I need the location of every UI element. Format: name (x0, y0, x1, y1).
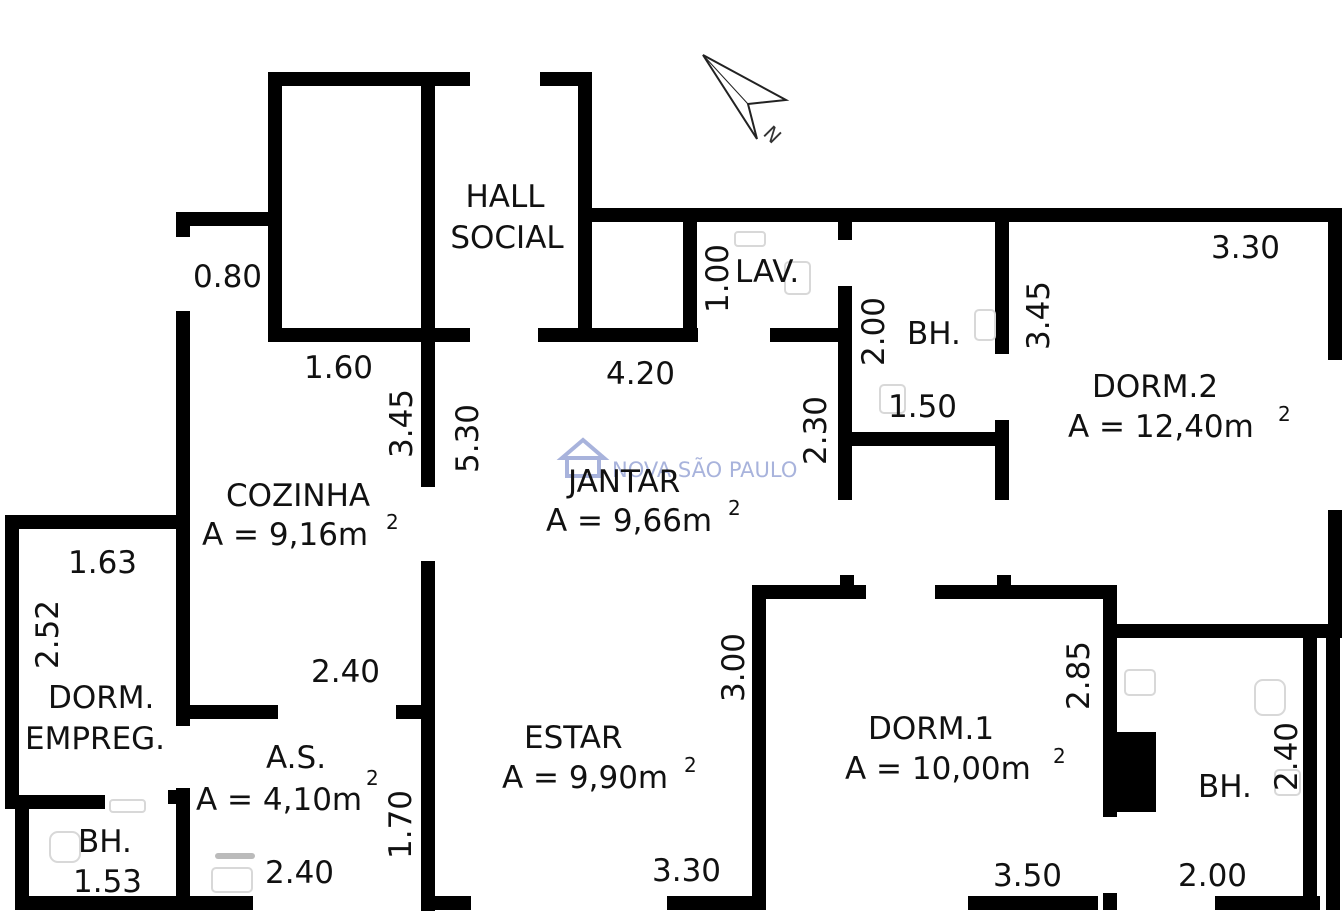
dim-2-40-as-bottom: 2.40 (265, 855, 334, 891)
dim-2-30: 2.30 (798, 396, 834, 465)
dim-3-30-dorm2: 3.30 (1211, 230, 1280, 266)
hall-label-2: SOCIAL (450, 220, 564, 256)
room-labels: HALL SOCIAL LAV. BH. DORM.2 A = 12,40m 2… (25, 179, 1291, 860)
dorm1-area: A = 10,00m (845, 751, 1031, 787)
north-arrow-icon: N (702, 54, 790, 149)
bh-top-label: BH. (907, 316, 961, 352)
dorm2-area: A = 12,40m (1068, 409, 1254, 445)
dorm-empreg-label-1: DORM. (48, 680, 154, 716)
watermark-text: NOVA SÃO PAULO (612, 456, 797, 482)
dim-1-60: 1.60 (304, 350, 373, 386)
dim-2-40-as-top: 2.40 (311, 654, 380, 690)
bh-left-label: BH. (78, 824, 132, 860)
dorm1-area-sup: 2 (1053, 744, 1066, 768)
hall-label-1: HALL (465, 179, 545, 215)
dorm1-name: DORM.1 (868, 711, 994, 747)
dim-2-00-bh-right: 2.00 (1178, 858, 1247, 894)
dorm2-name: DORM.2 (1092, 369, 1218, 405)
cozinha-area: A = 9,16m (202, 517, 368, 553)
dim-2-00-bh: 2.00 (856, 297, 892, 366)
house-logo-icon (556, 437, 610, 478)
dim-2-40-bh: 2.40 (1269, 722, 1305, 791)
dim-3-50: 3.50 (993, 858, 1062, 894)
estar-name: ESTAR (524, 720, 623, 756)
svg-text:N: N (759, 121, 787, 149)
dim-5-30: 5.30 (450, 404, 486, 473)
dorm-empreg-label-2: EMPREG. (25, 721, 165, 757)
walls (5, 72, 1342, 911)
cozinha-area-sup: 2 (386, 510, 399, 534)
as-name: A.S. (266, 740, 326, 776)
dim-3-00: 3.00 (716, 633, 752, 702)
watermark: NOVA SÃO PAULO (556, 437, 797, 482)
as-area-sup: 2 (366, 766, 379, 790)
dim-2-52: 2.52 (30, 600, 66, 669)
dorm2-area-sup: 2 (1278, 402, 1291, 426)
lav-label: LAV. (735, 254, 799, 290)
cozinha-name: COZINHA (226, 478, 370, 514)
dim-1-63: 1.63 (68, 545, 137, 581)
dim-3-45-cozinha: 3.45 (384, 389, 420, 458)
dim-0-80: 0.80 (193, 259, 262, 295)
jantar-area-sup: 2 (728, 496, 741, 520)
estar-area: A = 9,90m (502, 760, 668, 796)
dim-1-50: 1.50 (888, 389, 957, 425)
dim-1-00: 1.00 (700, 244, 736, 313)
dim-2-85: 2.85 (1061, 641, 1097, 710)
dim-3-30-estar: 3.30 (652, 853, 721, 889)
dim-1-53: 1.53 (73, 864, 142, 900)
estar-area-sup: 2 (684, 753, 697, 777)
dim-3-45-dorm2: 3.45 (1021, 281, 1057, 350)
bh-right-label: BH. (1198, 769, 1252, 805)
dim-1-70: 1.70 (383, 790, 419, 859)
dim-4-20: 4.20 (606, 356, 675, 392)
jantar-name: JANTAR (566, 464, 680, 500)
fixtures (49, 231, 1301, 893)
jantar-area: A = 9,66m (546, 503, 712, 539)
dimension-labels: 0.80 1.60 3.45 5.30 4.20 1.00 2.00 1.50 … (30, 230, 1305, 900)
as-area: A = 4,10m (196, 782, 362, 818)
